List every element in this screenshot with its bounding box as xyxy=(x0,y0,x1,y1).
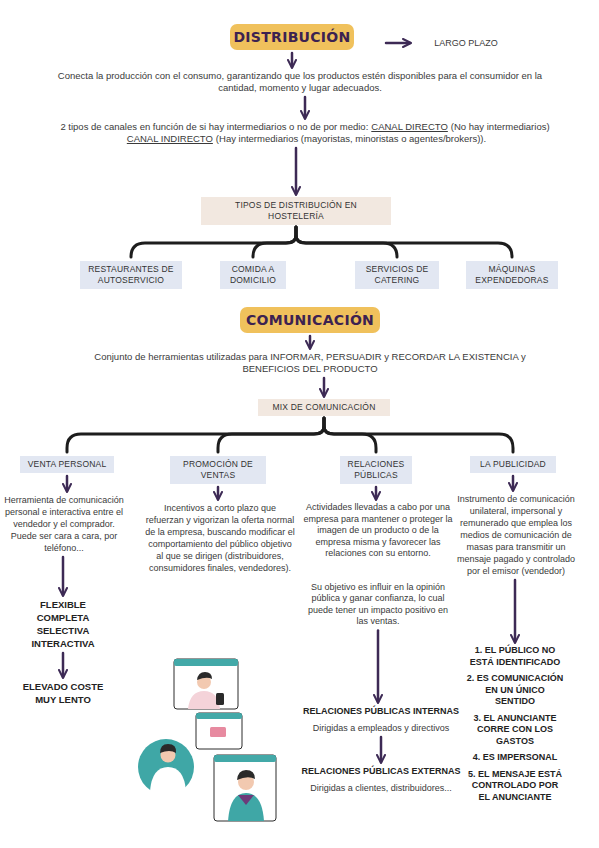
brace-connector xyxy=(253,227,296,257)
type-box: COMIDA A DOMICILIO xyxy=(220,261,286,289)
brace-connector xyxy=(324,418,513,452)
arrow-connector xyxy=(295,148,298,194)
node-text: (No hay intermediarios) xyxy=(451,121,550,132)
node-text: Conecta la producción con el consumo, ga… xyxy=(50,70,550,94)
node-text: Dirigidas a clientes, distribuidores... xyxy=(293,782,469,794)
node-text: Herramienta de comunicación personal e i… xyxy=(2,494,126,554)
subtype-text: RELACIONES PÚBLICAS EXTERNAS Dirigidas a … xyxy=(293,765,469,794)
node-text: Su objetivo es influir en la opinión púb… xyxy=(303,582,453,628)
node-text: ELEVADO COSTE MUY LENTO xyxy=(14,680,112,706)
arrow-connector xyxy=(304,97,307,118)
body-text: Herramienta de comunicación personal e i… xyxy=(2,494,126,554)
node-text: Instrumento de comunicación unilateral, … xyxy=(455,493,577,577)
arrow-connector xyxy=(309,336,312,348)
node-text: Incentivos a corto plazo que refuerzan y… xyxy=(145,502,295,574)
brace-connector xyxy=(218,418,324,452)
channel-text: 2 tipos de canales en función de si hay … xyxy=(60,121,550,145)
arrow-connector xyxy=(62,653,65,677)
arrow-connector xyxy=(375,487,378,499)
node-text: RELACIONES PÚBLICAS xyxy=(346,459,406,481)
section-title: DISTRIBUCIÓN xyxy=(230,24,354,50)
tool-box: LA PUBLICIDAD xyxy=(470,456,556,473)
arrow-connector xyxy=(512,476,515,490)
node-text: SERVICIOS DE CATERING xyxy=(361,264,433,286)
node-text: 4. ES IMPERSONAL xyxy=(465,752,565,764)
arrow-connector xyxy=(217,487,220,499)
section-title: COMUNICACIÓN xyxy=(240,307,380,333)
type-box: RESTAURANTES DE AUTOSERVICIO xyxy=(80,261,182,289)
brace-connector xyxy=(296,227,512,257)
type-box: MÁQUINAS EXPENDEDORAS xyxy=(466,261,558,289)
node-text: 3. EL ANUNCIANTE CORRE CON LOS GASTOS xyxy=(465,713,565,748)
feature-list: 1. EL PÚBLICO NO ESTÁ IDENTIFICADO 2. ES … xyxy=(465,645,565,808)
node-text: LA PUBLICIDAD xyxy=(476,459,550,470)
node-text: CANAL DIRECTO xyxy=(371,121,448,132)
tool-box: RELACIONES PÚBLICAS xyxy=(340,456,412,484)
arrow-connector xyxy=(386,42,410,45)
tool-box: PROMOCIÓN DE VENTAS xyxy=(170,456,266,484)
subtype-text: RELACIONES PÚBLICAS INTERNAS Dirigidas a … xyxy=(293,705,469,734)
people-illustration xyxy=(136,655,306,825)
brace-connector xyxy=(131,227,296,257)
arrow-connector xyxy=(380,737,383,762)
node-text: Actividades llevadas a cabo por una empr… xyxy=(303,502,453,560)
handshake-frame xyxy=(196,713,242,749)
type-box: SERVICIOS DE CATERING xyxy=(355,261,439,289)
note-text: LARGO PLAZO xyxy=(420,37,512,49)
node-text: CANAL INDIRECTO xyxy=(127,133,213,144)
node-text: RELACIONES PÚBLICAS INTERNAS xyxy=(293,705,469,717)
arrow-connector xyxy=(291,53,294,67)
node-text: VENTA PERSONAL xyxy=(26,459,108,470)
node-text: PROMOCIÓN DE VENTAS xyxy=(176,459,260,481)
feature-text: FLEXIBLE COMPLETA SELECTIVA INTERACTIVA xyxy=(20,598,106,650)
body-text: Conecta la producción con el consumo, ga… xyxy=(50,70,550,94)
node-text: LARGO PLAZO xyxy=(420,37,512,49)
arrow-connector xyxy=(377,631,380,703)
node-text: DISTRIBUCIÓN xyxy=(230,24,354,50)
node-text: RESTAURANTES DE AUTOSERVICIO xyxy=(86,264,176,286)
node-text: 1. EL PÚBLICO NO ESTÁ IDENTIFICADO xyxy=(465,645,565,668)
node-text: COMIDA A DOMICILIO xyxy=(226,264,280,286)
node-text: Dirigidas a empleados y directivos xyxy=(293,722,469,734)
arrow-connector xyxy=(62,557,65,595)
arrow-connector xyxy=(66,476,69,491)
node-text: 5. EL MENSAJE ESTÁ CONTROLADO POR EL ANU… xyxy=(465,769,565,804)
brace-connector xyxy=(67,418,324,452)
node-text: MIX DE COMUNICACIÓN xyxy=(264,402,384,413)
arrow-connector xyxy=(323,378,326,396)
body-text: Incentivos a corto plazo que refuerzan y… xyxy=(145,502,295,574)
circle-portrait xyxy=(138,739,194,796)
group-tag: TIPOS DE DISTRIBUCIÓN EN HOSTELERÍA xyxy=(201,197,391,225)
feature-text: ELEVADO COSTE MUY LENTO xyxy=(14,680,112,706)
node-text: COMUNICACIÓN xyxy=(240,307,380,333)
node-text: 2 tipos de canales en función de si hay … xyxy=(60,121,368,132)
body-text: Actividades llevadas a cabo por una empr… xyxy=(303,502,453,628)
node-text: MÁQUINAS EXPENDEDORAS xyxy=(472,264,552,286)
video-frame xyxy=(214,755,276,821)
node-text: Conjunto de herramientas utilizadas para… xyxy=(70,351,550,375)
group-tag: MIX DE COMUNICACIÓN xyxy=(258,399,390,416)
node-text: 2. ES COMUNICACIÓN EN UN ÚNICO SENTIDO xyxy=(465,673,565,708)
node-text: RELACIONES PÚBLICAS EXTERNAS xyxy=(293,765,469,777)
body-text: Instrumento de comunicación unilateral, … xyxy=(455,493,577,577)
body-text: Conjunto de herramientas utilizadas para… xyxy=(70,351,550,375)
arrow-connector xyxy=(514,580,517,642)
node-text: FLEXIBLE COMPLETA SELECTIVA INTERACTIVA xyxy=(20,598,106,650)
node-text: (Hay intermediarios (mayoristas, minoris… xyxy=(216,133,486,144)
video-frame xyxy=(174,659,238,709)
node-text: TIPOS DE DISTRIBUCIÓN EN HOSTELERÍA xyxy=(207,200,385,222)
tool-box: VENTA PERSONAL xyxy=(20,456,114,473)
